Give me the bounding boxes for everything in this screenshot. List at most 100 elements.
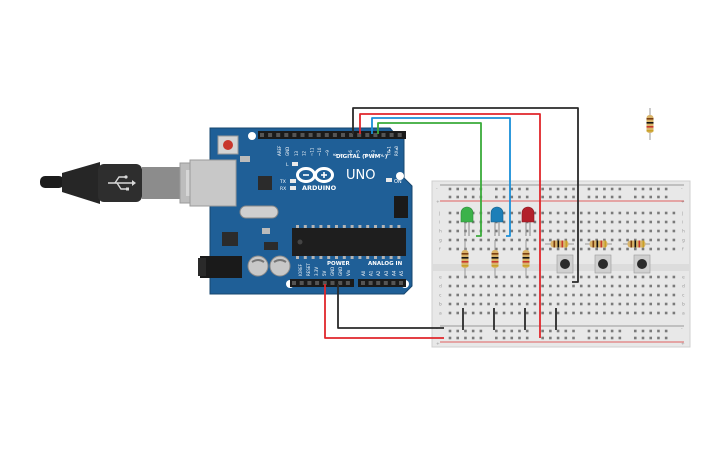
rail-hole — [618, 195, 622, 199]
green-wire[interactable] — [377, 122, 482, 237]
header-hole — [338, 281, 343, 285]
chip-pin — [397, 256, 401, 259]
digital-pin-label: ~9 — [325, 150, 330, 156]
breadboard-hole — [641, 284, 645, 288]
breadboard-hole — [479, 247, 483, 251]
breadboard-hole — [533, 247, 537, 251]
resistor[interactable] — [585, 240, 612, 248]
l-label: L — [286, 162, 289, 168]
breadboard-hole — [649, 238, 653, 242]
breadboard-hole — [603, 247, 606, 251]
push-button[interactable] — [556, 254, 574, 274]
red-wire-power[interactable] — [324, 284, 444, 339]
breadboard-hole — [610, 275, 614, 279]
row-letter: c — [439, 294, 442, 299]
breadboard-hole — [448, 275, 452, 279]
arduino-uno-board[interactable]: ARDUINO UNO DIGITAL (PWM~) ON L TX RX 13… — [189, 127, 413, 295]
loose-resistor[interactable] — [646, 108, 654, 140]
resistor[interactable] — [522, 240, 530, 278]
breadboard-hole — [525, 229, 529, 233]
breadboard-hole — [672, 247, 676, 251]
rail-hole — [657, 336, 660, 340]
breadboard-hole — [633, 238, 637, 242]
breadboard-hole — [556, 284, 560, 288]
resistor[interactable] — [461, 240, 469, 278]
power-header[interactable] — [290, 279, 354, 287]
v33-label: 3.3V — [314, 267, 319, 276]
header-hole — [324, 133, 329, 137]
rail-plus-sign: + — [436, 199, 440, 205]
resistor[interactable] — [623, 240, 650, 248]
vertical-resistors[interactable] — [461, 240, 530, 278]
breadboard-hole — [479, 302, 483, 306]
rail-hole — [456, 187, 460, 191]
resistor[interactable] — [491, 240, 499, 278]
analog-header[interactable] — [358, 279, 406, 287]
breadboard-hole — [649, 229, 653, 233]
breadboard-hole — [657, 275, 660, 279]
breadboard-hole — [456, 284, 460, 288]
breadboard-hole — [579, 211, 583, 215]
breadboard-hole — [610, 284, 614, 288]
chip-pin — [374, 256, 377, 259]
analog-pin-label: A4 — [391, 270, 396, 276]
header-hole — [330, 281, 335, 285]
rail-hole — [525, 329, 529, 333]
rail-hole — [479, 336, 483, 340]
led-blue[interactable] — [490, 206, 504, 236]
breadboard-hole — [579, 229, 583, 233]
black-wire-gnd[interactable] — [337, 284, 444, 329]
rail-hole — [572, 195, 575, 199]
chip-pins — [296, 225, 401, 259]
led-green[interactable] — [460, 206, 474, 236]
blue-wire[interactable] — [371, 117, 511, 237]
breadboard-hole — [595, 275, 598, 279]
resistor[interactable] — [545, 240, 574, 248]
horizontal-resistors[interactable] — [545, 240, 650, 248]
push-button[interactable] — [633, 254, 651, 274]
breadboard-hole — [579, 311, 583, 315]
wires[interactable] — [324, 107, 579, 339]
breadboard-hole — [626, 247, 629, 251]
rail-hole — [564, 187, 568, 191]
header-hole — [376, 281, 381, 285]
push-button[interactable] — [594, 254, 612, 274]
breadboard-hole — [518, 275, 521, 279]
power-jack[interactable] — [198, 256, 242, 278]
breadboard-hole — [464, 311, 467, 315]
chip-pin — [358, 225, 362, 228]
breadboard-hole — [541, 275, 544, 279]
breadboard-hole — [487, 311, 490, 315]
breadboard-hole — [587, 311, 591, 315]
red-wire-top[interactable] — [359, 113, 541, 338]
rail-hole — [525, 195, 529, 199]
rail-hole — [649, 187, 653, 191]
breadboard-hole — [495, 284, 498, 288]
rail-hole — [610, 336, 614, 340]
regulator-small — [264, 242, 278, 250]
row-letter: b — [439, 302, 442, 308]
breadboard-hole — [456, 311, 460, 315]
push-buttons[interactable] — [556, 254, 651, 274]
digital-pin-label: 12 — [302, 150, 307, 156]
v5-label: 5V — [322, 270, 327, 276]
analog-pin-label: A0 — [361, 270, 366, 276]
reset-button[interactable] — [217, 135, 239, 155]
bottom-header-holes — [292, 281, 403, 285]
rail-hole — [657, 187, 660, 191]
led-red[interactable] — [521, 206, 535, 236]
breadboard-hole — [456, 275, 460, 279]
digital-header[interactable] — [258, 131, 406, 139]
breadboard-hole — [664, 293, 668, 297]
breadboard-hole — [610, 211, 614, 215]
rail-hole — [510, 336, 514, 340]
rail-hole — [502, 195, 506, 199]
breadboard-hole — [541, 302, 544, 306]
breadboard-hole — [525, 275, 529, 279]
rail-hole — [610, 187, 614, 191]
black-wire-top[interactable] — [352, 107, 579, 283]
breadboard-hole — [502, 229, 506, 233]
breadboard-hole — [448, 238, 452, 242]
